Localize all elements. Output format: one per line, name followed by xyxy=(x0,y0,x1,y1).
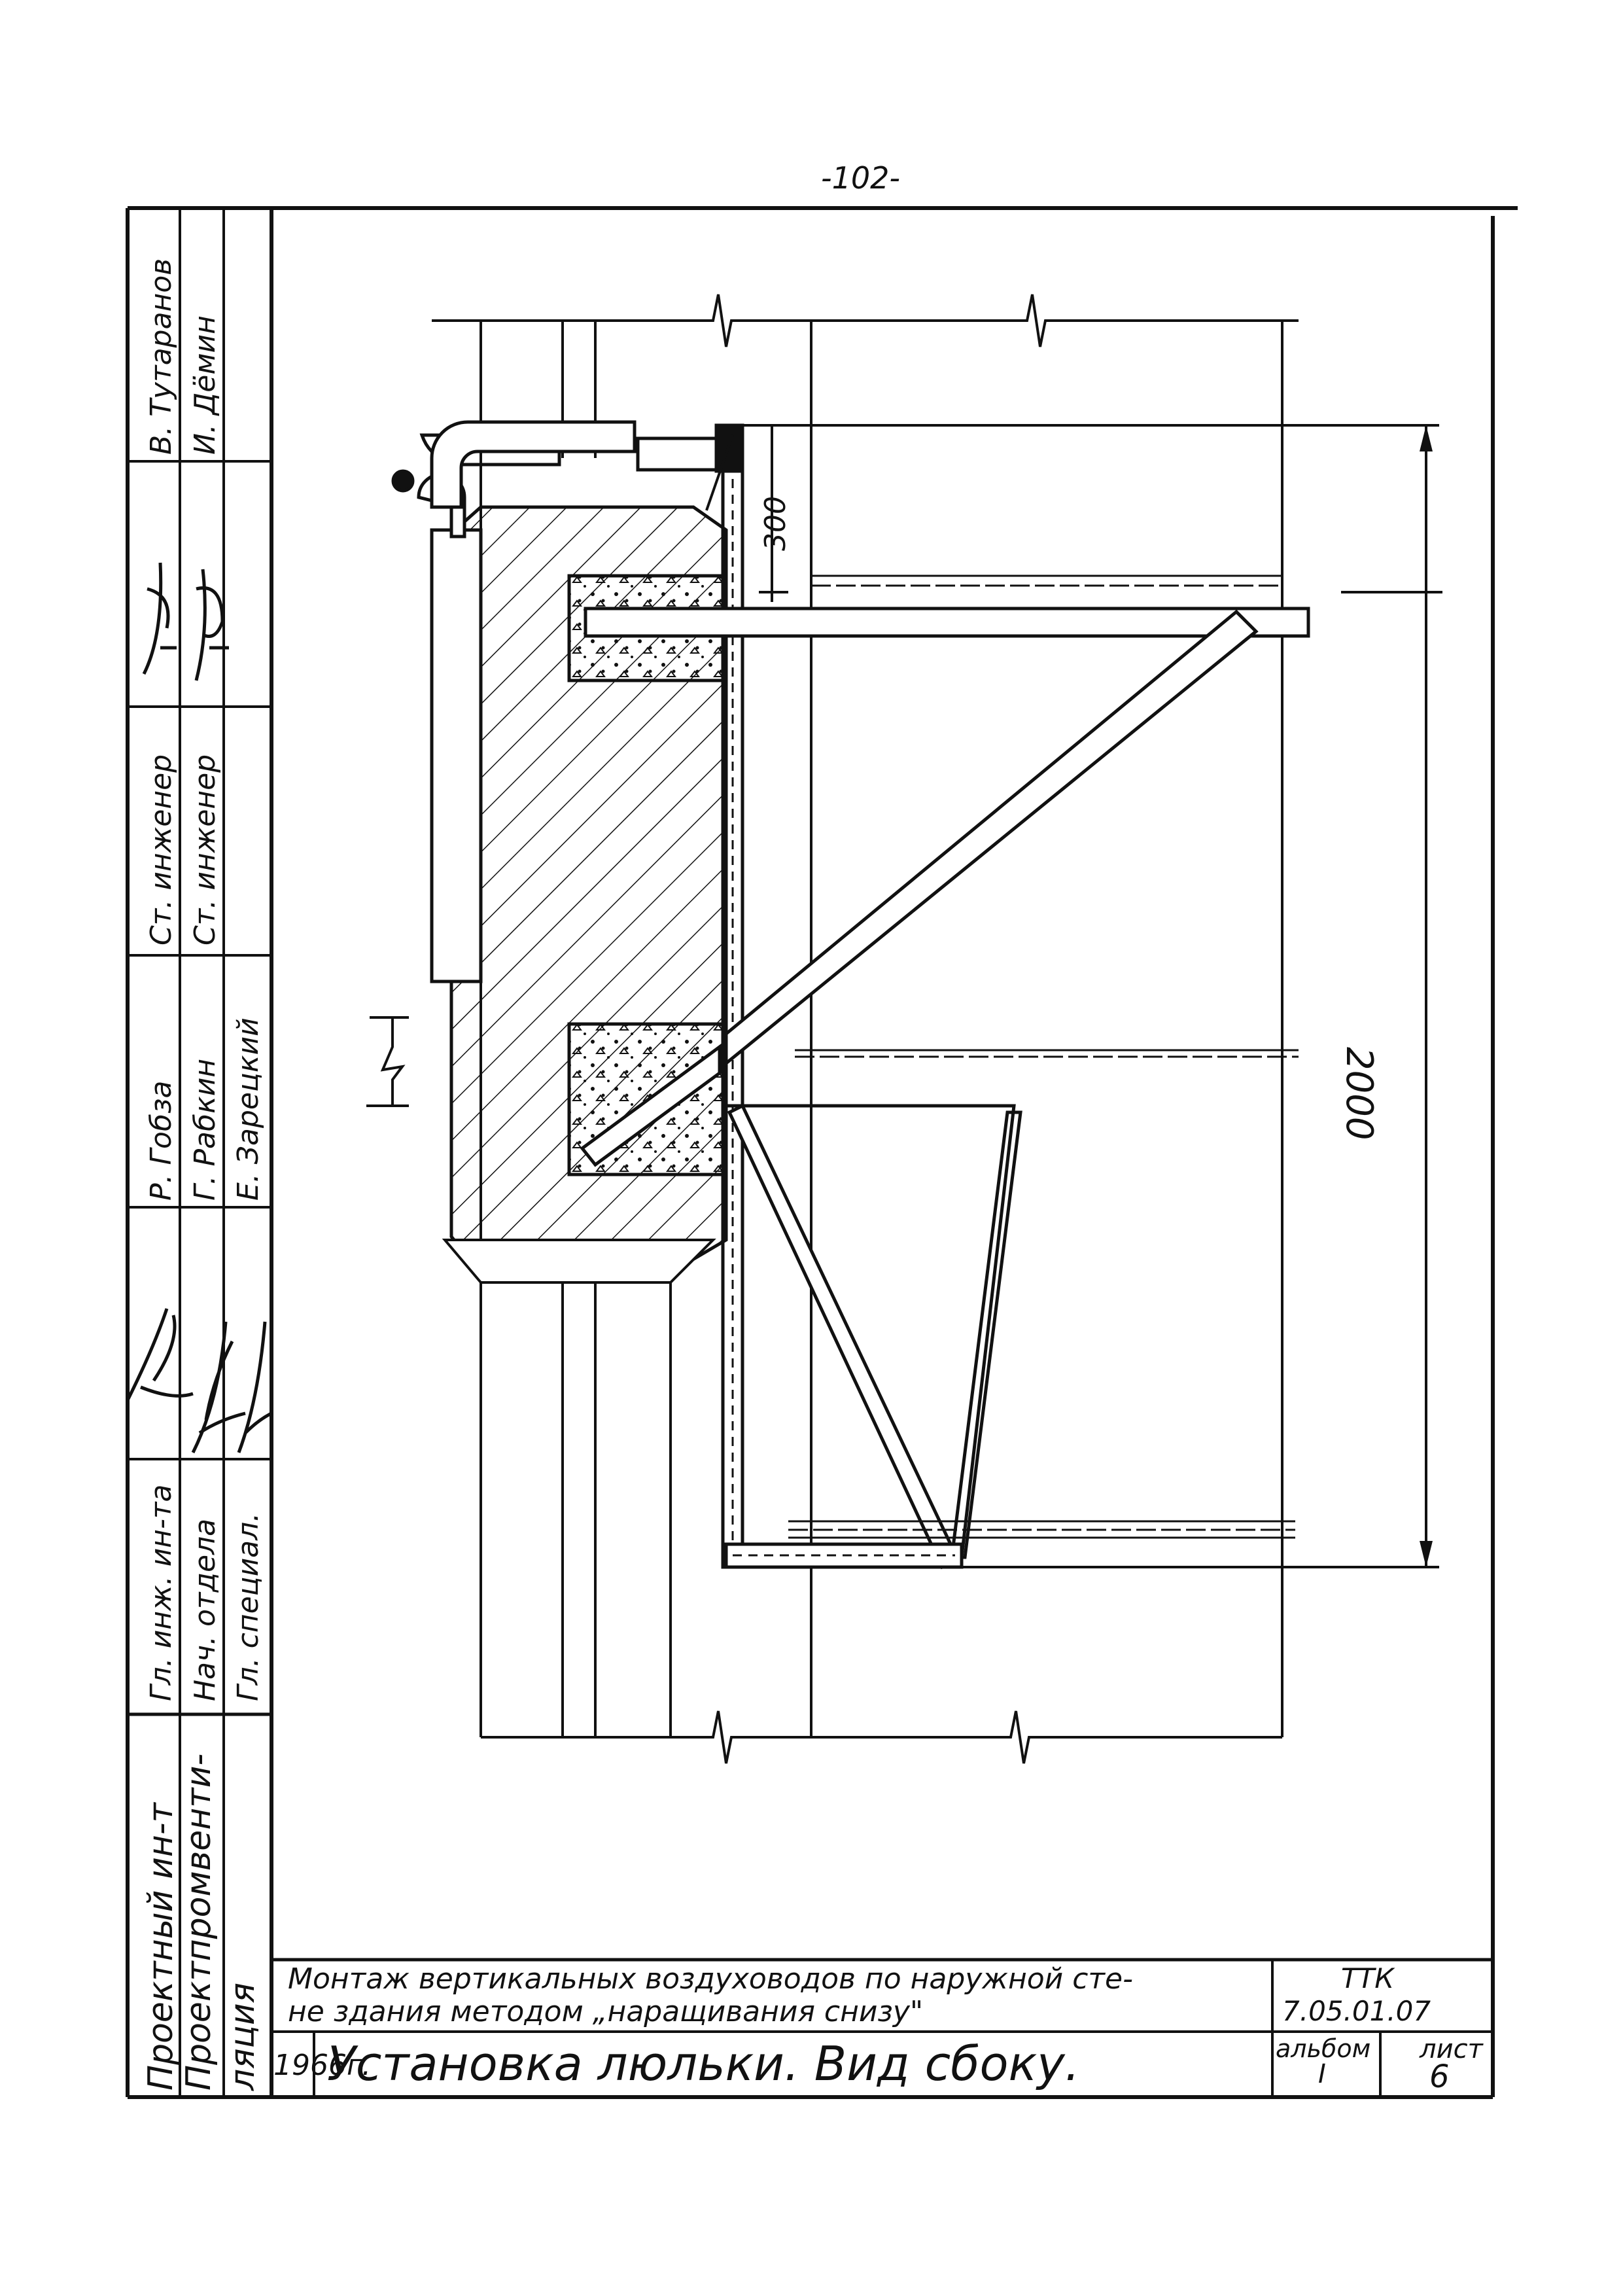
stamp-name-zaretsky: Е. Зарецкий xyxy=(232,1017,265,1201)
page-number: -102- xyxy=(821,160,900,196)
stamp-name-gobza: Р. Гобза xyxy=(145,1080,178,1201)
sheet-label: лист xyxy=(1420,2034,1483,2064)
title-year: 1966г. xyxy=(273,2049,372,2082)
code-label: ТТК xyxy=(1341,1962,1395,1994)
code-value: 7.05.01.07 xyxy=(1282,1995,1431,2027)
sheet-frame xyxy=(126,206,1518,2099)
diagonal-braces xyxy=(580,609,1259,1570)
stamp-position-chief-specialist: Гл. специал. xyxy=(232,1512,265,1701)
stamp-position-dept-head: Нач. отдела xyxy=(188,1518,222,1701)
stamp-name-rabkin: Г. Рабкин xyxy=(188,1058,222,1201)
title-description-line2: не здания методом „наращивания снизу" xyxy=(288,1995,924,2028)
hook-assembly xyxy=(391,420,741,539)
horizontal-rails xyxy=(788,1049,1299,1539)
upper-beam xyxy=(584,574,1310,638)
stamp-name-demin: И. Дёмин xyxy=(188,315,222,455)
stamp-position-senior-engineer-1: Ст. инженер xyxy=(145,754,178,945)
dimension-arrows xyxy=(1420,425,1433,1567)
cradle-frame xyxy=(724,1104,1016,1569)
title-description-line1: Монтаж вертикальных воздуховодов по нару… xyxy=(288,1962,1133,1996)
dimension-lines xyxy=(729,424,1442,1568)
dimension-300: 300 xyxy=(759,496,792,551)
stamp-position-chief-engineer: Гл. инж. ин-та xyxy=(145,1484,178,1701)
signatures-block xyxy=(126,1308,273,1454)
stamp-name-tutaranov: В. Тутаранов xyxy=(145,258,178,455)
sheet-title: Установка люльки. Вид сбоку. xyxy=(327,2036,1080,2091)
album-label: альбом xyxy=(1276,2034,1371,2063)
sheet-value: 6 xyxy=(1429,2058,1450,2095)
stamp-position-senior-engineer-2: Ст. инженер xyxy=(188,754,222,945)
album-value: I xyxy=(1318,2059,1326,2089)
stamp-institute-line1: Проектный ин-т xyxy=(141,1803,181,2091)
stamp-institute-line2b: ляция xyxy=(223,1983,262,2091)
column-lines xyxy=(432,294,1299,1764)
dimension-2000: 2000 xyxy=(1338,1047,1380,1140)
stamp-institute-line2a: Проектпромвенти- xyxy=(179,1753,218,2091)
signatures-upper xyxy=(142,562,229,681)
